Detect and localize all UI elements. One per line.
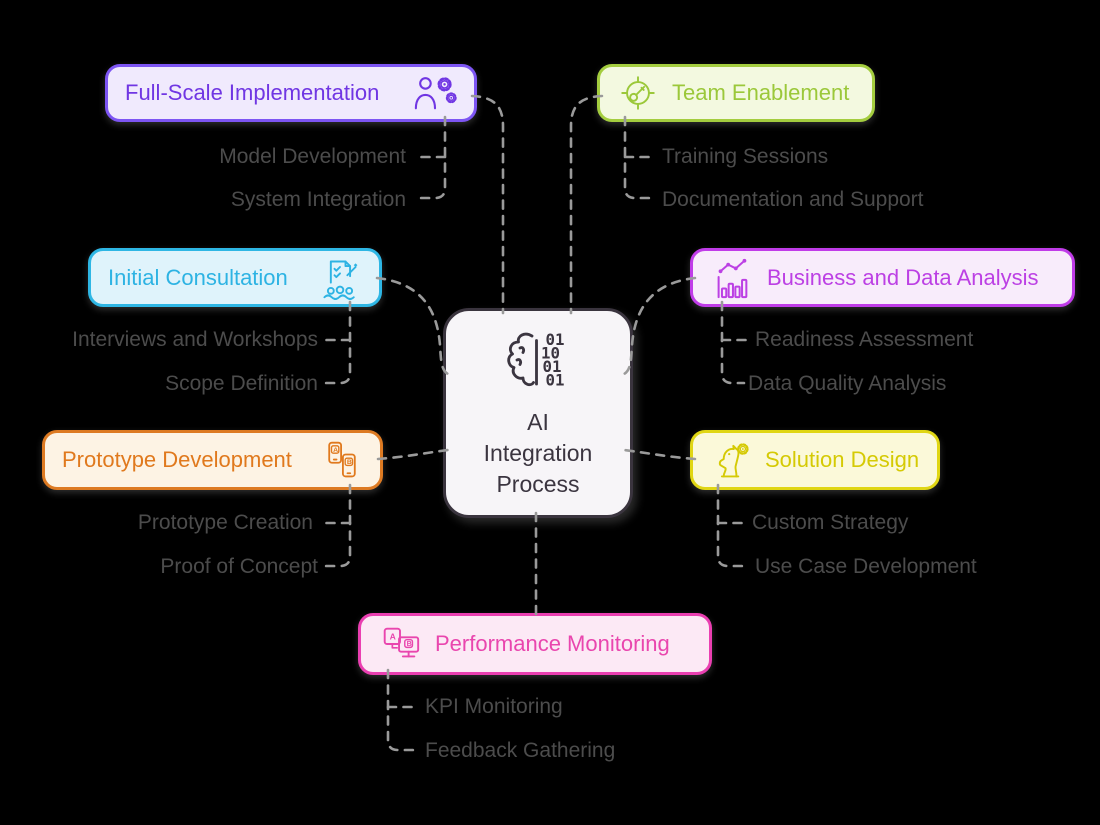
branch-label: Prototype Development	[62, 447, 292, 472]
svg-text:01: 01	[546, 370, 565, 389]
center-title-line: Integration	[483, 439, 593, 466]
link-center-solution-design	[622, 448, 697, 461]
link-full-scale-children	[412, 115, 447, 200]
child-readiness-assessment[interactable]: Readiness Assessment	[755, 328, 974, 351]
link-center-initial-consultation	[375, 276, 450, 376]
link-center-full-scale	[470, 94, 505, 315]
person-gears-icon	[413, 71, 457, 115]
knight-gear-icon	[710, 438, 752, 482]
svg-text:A: A	[333, 447, 338, 454]
branch-label: Solution Design	[765, 447, 920, 472]
link-performance-children	[386, 668, 418, 752]
branch-initial-consultation[interactable]: Initial Consultation	[88, 248, 382, 307]
branch-label: Business and Data Analysis	[767, 264, 1039, 290]
svg-text:A: A	[390, 632, 396, 642]
monitors-ab-icon: A B	[378, 623, 422, 665]
svg-text:B: B	[347, 459, 352, 466]
center-node-ai-integration-process[interactable]: 01 10 01 01 AI Integration Process	[443, 308, 633, 518]
child-kpi-monitoring[interactable]: KPI Monitoring	[425, 695, 563, 718]
document-people-icon	[318, 256, 362, 300]
link-center-prototype	[376, 448, 450, 461]
branch-team-enablement[interactable]: Team Enablement	[597, 64, 875, 122]
svg-text:10: 10	[541, 343, 560, 362]
child-proof-of-concept[interactable]: Proof of Concept	[160, 555, 318, 578]
link-initial-children	[320, 300, 352, 385]
child-training-sessions[interactable]: Training Sessions	[662, 145, 829, 168]
branch-performance-monitoring[interactable]: A B Performance Monitoring	[358, 613, 712, 675]
svg-text:B: B	[407, 640, 412, 648]
child-use-case-development[interactable]: Use Case Development	[755, 555, 977, 578]
child-model-development[interactable]: Model Development	[219, 145, 406, 168]
branch-label: Initial Consultation	[108, 264, 288, 290]
branch-prototype-development[interactable]: Prototype Development A B	[42, 430, 383, 490]
child-interviews-and-workshops[interactable]: Interviews and Workshops	[72, 328, 318, 351]
center-title-line: AI	[527, 408, 549, 435]
branch-label: Performance Monitoring	[435, 631, 670, 656]
child-prototype-creation[interactable]: Prototype Creation	[137, 511, 313, 534]
svg-text:01: 01	[543, 357, 562, 376]
child-documentation-and-support[interactable]: Documentation and Support	[662, 188, 924, 211]
phones-ab-icon: A B	[321, 438, 363, 482]
branch-solution-design[interactable]: Solution Design	[690, 430, 940, 490]
branch-business-and-data-analysis[interactable]: Business and Data Analysis	[690, 248, 1075, 307]
child-custom-strategy[interactable]: Custom Strategy	[752, 511, 909, 534]
child-feedback-gathering[interactable]: Feedback Gathering	[425, 739, 616, 762]
branch-full-scale-implementation[interactable]: Full-Scale Implementation	[105, 64, 477, 122]
center-title: AI Integration Process	[484, 407, 593, 500]
bar-chart-trend-icon	[710, 256, 754, 300]
link-team-children	[623, 115, 658, 200]
child-data-quality-analysis[interactable]: Data Quality Analysis	[748, 372, 947, 395]
child-scope-definition[interactable]: Scope Definition	[165, 372, 318, 395]
branch-label: Team Enablement	[672, 80, 850, 105]
target-key-icon	[617, 72, 659, 114]
link-center-team-enablement	[569, 94, 604, 315]
svg-text:01: 01	[546, 330, 565, 349]
link-business-children	[720, 300, 746, 385]
link-prototype-children	[320, 483, 352, 568]
brain-binary-icon: 01 10 01 01	[499, 327, 577, 399]
link-center-business-analysis	[622, 276, 697, 376]
center-title-line: Process	[496, 470, 580, 497]
branch-label: Full-Scale Implementation	[125, 80, 380, 105]
child-system-integration[interactable]: System Integration	[230, 188, 406, 211]
link-solution-children	[716, 483, 748, 568]
